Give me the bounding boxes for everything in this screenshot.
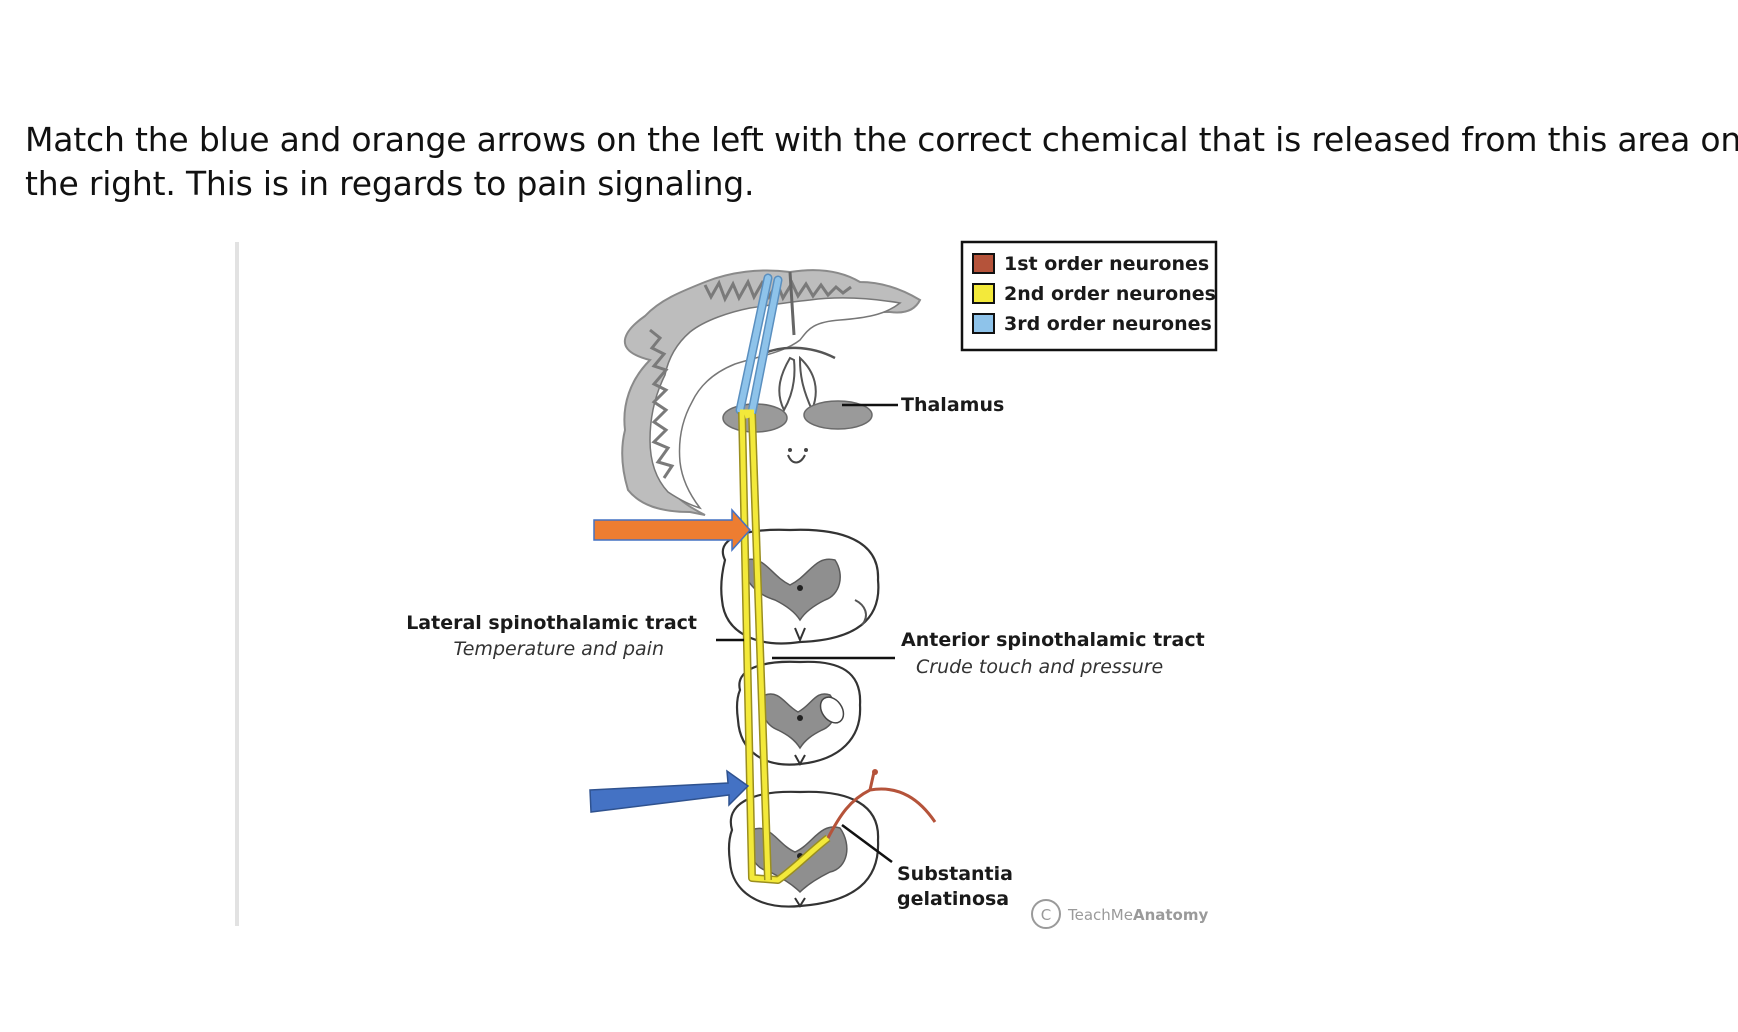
lateral-tract-sublabel: Temperature and pain <box>453 638 664 660</box>
blue-arrow[interactable] <box>589 769 750 813</box>
third-ventricle <box>787 454 806 464</box>
lateral-ventricle-right <box>799 355 817 413</box>
question-text: Match the blue and orange arrows on the … <box>25 118 1738 206</box>
question-line-1: Match the blue and orange arrows on the … <box>25 120 1738 159</box>
watermark-brand-bold: Anatomy <box>1133 906 1209 924</box>
legend-swatch-first-order <box>972 253 995 274</box>
watermark-brand-light: TeachMe <box>1067 906 1133 924</box>
longitudinal-fissure <box>788 271 796 336</box>
legend-swatch-second-order <box>972 283 995 304</box>
third-order-neurone-path <box>735 273 783 417</box>
thalamus-label: Thalamus <box>901 394 1004 416</box>
copyright-symbol: C <box>1041 906 1051 924</box>
substantia-leader <box>841 823 893 864</box>
copyright-icon <box>1031 899 1061 929</box>
legend-label-second-order: 2nd order neurones <box>1004 283 1216 305</box>
lateral-tract-label: Lateral spinothalamic tract <box>406 612 697 634</box>
first-order-neurone-path <box>826 769 937 839</box>
lateral-ventricle <box>778 356 796 413</box>
substantia-label-line-2: gelatinosa <box>897 888 1009 910</box>
thalamus-right <box>803 400 873 430</box>
teachmeanatomy-watermark: C TeachMeAnatomy <box>1031 899 1208 929</box>
legend-label-third-order: 3rd order neurones <box>1004 313 1212 335</box>
anterior-tract-sublabel: Crude touch and pressure <box>916 656 1163 678</box>
legend-swatch-third-order <box>972 313 995 334</box>
legend-box <box>960 240 1218 352</box>
watermark-text: TeachMeAnatomy <box>1067 906 1208 924</box>
anterior-tract-label: Anterior spinothalamic tract <box>901 629 1205 651</box>
legend: 1st order neurones 2nd order neurones 3r… <box>960 240 1218 352</box>
image-left-edge <box>235 242 239 926</box>
spinal-section-middle <box>735 660 862 767</box>
brain-coronal-section <box>621 269 922 516</box>
orange-arrow[interactable] <box>593 508 752 552</box>
gyri-left <box>649 328 675 479</box>
orange-arrow-shape[interactable] <box>593 508 752 552</box>
white-matter <box>649 297 902 510</box>
legend-label-first-order: 1st order neurones <box>1004 253 1209 275</box>
blue-arrow-shape[interactable] <box>589 769 750 813</box>
substantia-label-line-1: Substantia <box>897 863 1013 885</box>
second-order-neurone-path <box>738 409 831 884</box>
question-line-2: the right. This is in regards to pain si… <box>25 164 755 203</box>
